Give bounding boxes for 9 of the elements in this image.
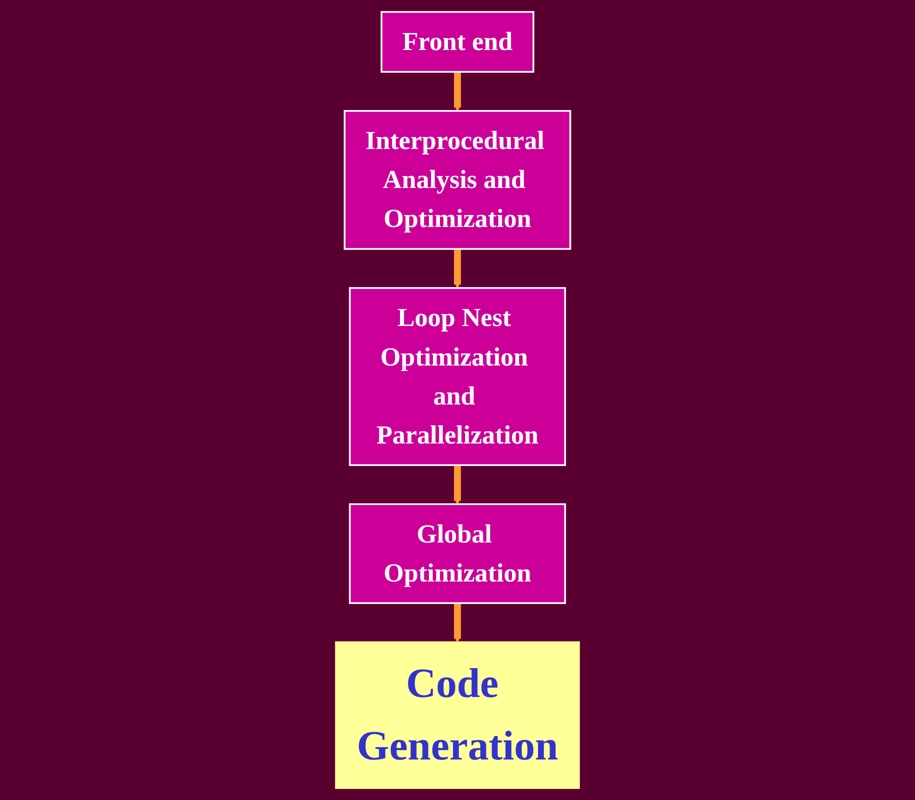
node-box: Loop Nest Optimization and Parallelization xyxy=(348,287,566,466)
arrow xyxy=(454,602,462,643)
node-box: Interprocedural Analysis and Optimization xyxy=(344,110,572,250)
arrow xyxy=(454,464,462,505)
node-box: Front end xyxy=(380,11,534,73)
arrow xyxy=(454,72,462,112)
node-box: Global Optimization xyxy=(348,503,566,604)
node-box: Code Generation xyxy=(335,641,580,789)
arrow xyxy=(454,248,462,288)
